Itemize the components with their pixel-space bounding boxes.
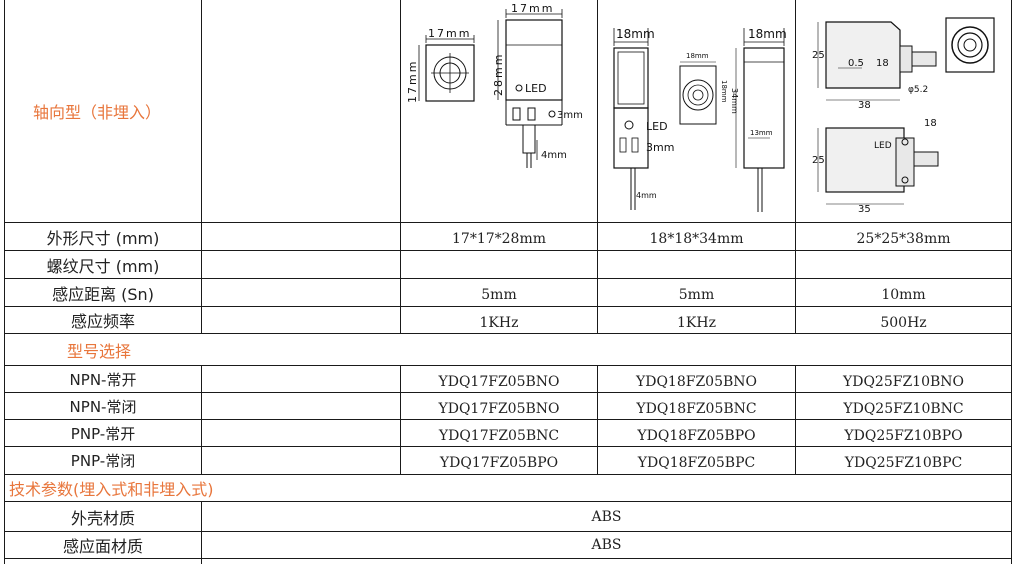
- d3-52-label: φ5.2: [908, 85, 928, 95]
- model-section-title: 型号选择: [67, 341, 132, 361]
- model-row-label: PNP-常闭: [70, 451, 136, 470]
- spec-row-value: 1KHz: [677, 314, 716, 331]
- hline-4: [4, 306, 1012, 307]
- d3-25-label: 25: [812, 50, 825, 61]
- d1-width-label: 17mm: [428, 27, 471, 40]
- sensor-diagram-25: 25 0.5 18 φ5.2 38 LED 18 25 35: [796, 0, 1011, 222]
- vline-left: [4, 0, 5, 564]
- vline-label: [201, 0, 202, 333]
- d2-4mm-label: 4mm: [636, 191, 657, 200]
- hline-12: [4, 531, 1012, 532]
- d1-3mm-label: 3mm: [557, 110, 583, 121]
- tech-row-label: 感应面材质: [62, 537, 143, 556]
- model-row-label: NPN-常开: [69, 370, 137, 389]
- d1-4mm-label: 4mm: [541, 150, 567, 161]
- model-row-label: PNP-常开: [70, 424, 136, 443]
- hline-3: [4, 278, 1012, 279]
- d2-13-label: 13mm: [750, 129, 773, 137]
- type-label: 轴向型（非埋入）: [33, 103, 162, 122]
- d1-height-label: 17mm: [406, 60, 419, 103]
- d3-18b-label: 18: [924, 118, 937, 129]
- model-code: YDQ18FZ05BNO: [635, 373, 758, 390]
- d2-small-v-label: 18mm: [720, 80, 728, 103]
- d1-len-label: 28mm: [492, 53, 505, 96]
- hline-5: [4, 333, 1012, 334]
- model-code: YDQ17FZ05BNO: [438, 400, 560, 417]
- vline-col2: [597, 0, 598, 333]
- tech-section-title: 技术参数(埋入式和非埋入式): [9, 480, 214, 499]
- model-code: YDQ18FZ05BPC: [637, 454, 756, 471]
- sensor-diagram-18: 18mm LED 3mm 4mm 18mm 18mm 18mm 34mm 13m…: [598, 0, 794, 222]
- d1-led-label: LED: [525, 82, 547, 95]
- d3-05-label: 0.5: [848, 58, 864, 69]
- sensor-diagram-17: 17mm 17mm 17mm 28mm LED 3mm 4mm: [401, 0, 597, 222]
- d2-top-left-label: 18mm: [616, 27, 655, 41]
- d2-top-right-label: 18mm: [748, 27, 787, 41]
- hline-6: [4, 365, 1012, 366]
- spec-row-value: [401, 254, 597, 280]
- model-code: YDQ25FZ10BPO: [844, 427, 963, 444]
- spec-row-value: 25*25*38mm: [856, 231, 951, 247]
- hline-2: [4, 250, 1012, 251]
- hline-10: [4, 474, 1012, 475]
- spec-row-value: 1KHz: [479, 314, 519, 331]
- hline-11: [4, 501, 1012, 502]
- tech-row-label: 外壳材质: [70, 508, 135, 528]
- hline-1: [4, 222, 1012, 223]
- spec-row-value: 5mm: [481, 287, 517, 303]
- vline-right: [1011, 0, 1012, 564]
- hline-8: [4, 419, 1012, 420]
- d3-led-label: LED: [874, 141, 892, 151]
- model-code: YDQ25FZ10BNC: [843, 400, 964, 417]
- spec-row-label: 感应频率: [70, 312, 135, 331]
- tech-row-value: ABS: [591, 537, 622, 553]
- spec-row-value: 18*18*34mm: [649, 231, 744, 247]
- spec-row-value: 10mm: [881, 287, 926, 303]
- model-code: YDQ25FZ10BPC: [844, 454, 963, 471]
- d3-18-label: 18: [876, 58, 889, 69]
- model-code: YDQ18FZ05BPO: [637, 427, 756, 444]
- spec-row-label: 外形尺寸 (mm): [46, 228, 160, 248]
- d2-small-label: 18mm: [686, 52, 709, 60]
- spec-row-value: 17*17*28mm: [452, 231, 546, 247]
- d1-top-label: 17mm: [511, 2, 554, 15]
- d3-25b-label: 25: [812, 155, 825, 166]
- vline-col1: [400, 0, 401, 333]
- spec-row-value: 5mm: [678, 287, 715, 303]
- model-code: YDQ17FZ05BPO: [439, 454, 559, 471]
- model-code: YDQ18FZ05BNC: [636, 400, 757, 417]
- spec-row-value: [796, 254, 1011, 280]
- hline-13: [4, 558, 1012, 559]
- d3-35-label: 35: [858, 204, 871, 215]
- d2-led-label: LED: [646, 120, 668, 133]
- model-code: YDQ17FZ05BNO: [438, 373, 560, 390]
- d3-38-label: 38: [858, 100, 871, 111]
- tech-row-value: ABS: [591, 508, 622, 525]
- d2-34-label: 34mm: [730, 88, 739, 114]
- hline-9: [4, 446, 1012, 447]
- spec-row-value: [598, 254, 795, 280]
- model-code: YDQ17FZ05BNC: [438, 427, 560, 444]
- d2-3mm-label: 3mm: [646, 141, 674, 154]
- vline-label-tech: [201, 501, 202, 564]
- model-row-label: NPN-常闭: [69, 397, 137, 416]
- model-code: YDQ25FZ10BNO: [842, 373, 965, 390]
- spec-row-value: 500Hz: [880, 314, 927, 331]
- hline-7: [4, 392, 1012, 393]
- vline-col3: [795, 0, 796, 333]
- spec-row-label: 螺纹尺寸 (mm): [46, 256, 160, 276]
- spec-row-label: 感应距离 (Sn): [52, 284, 154, 304]
